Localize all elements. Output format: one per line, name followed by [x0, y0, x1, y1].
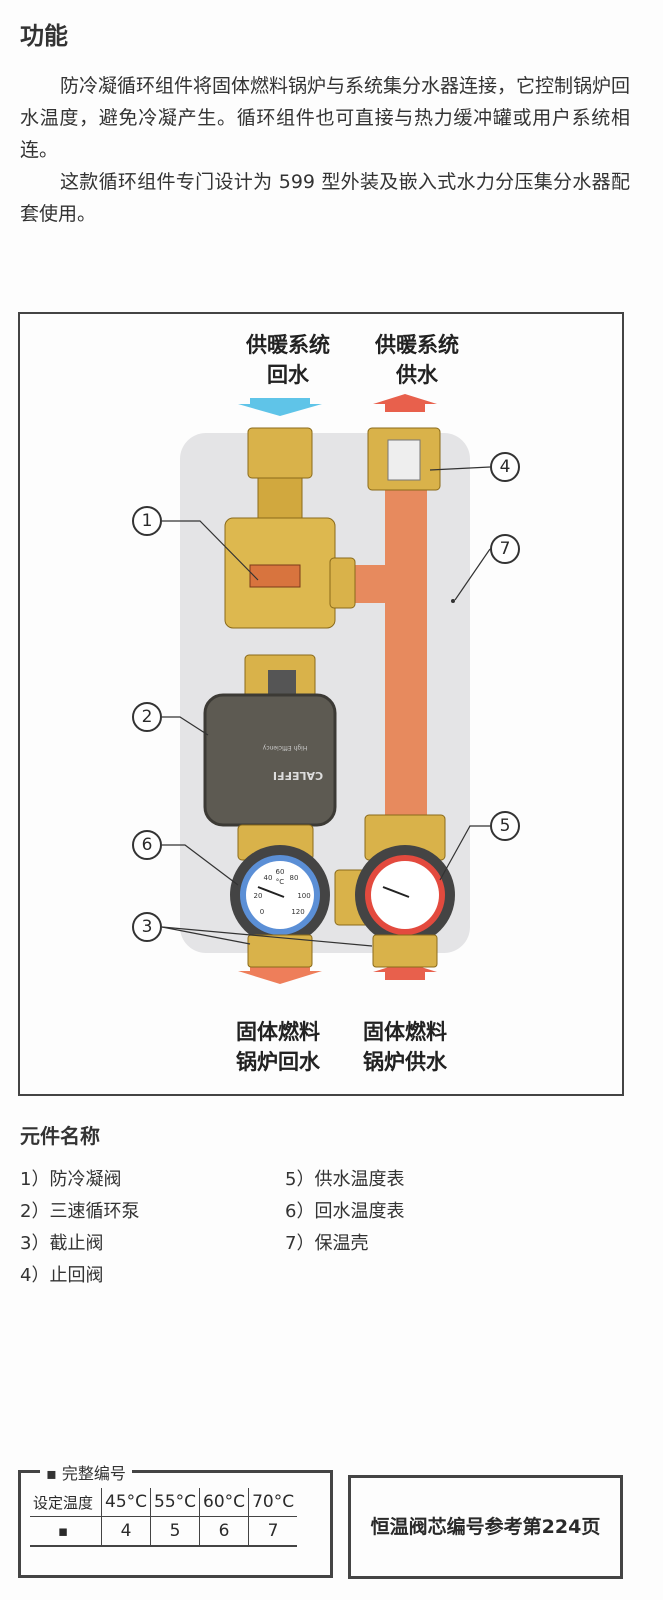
svg-text:High Efficiency: High Efficiency — [262, 744, 307, 751]
set-temperature-code-table: 设定温度 45°C 55°C 60°C 70°C ▪ 4 5 6 7 — [30, 1488, 298, 1547]
boiler-return-label: 固体燃料锅炉回水 — [236, 1020, 320, 1074]
shutoff-valve-left — [247, 934, 313, 968]
svg-text:100: 100 — [297, 892, 310, 900]
cold-return-arrow-icon — [238, 398, 322, 416]
boiler-supply-label: 固体燃料锅炉供水 — [363, 1020, 447, 1074]
callout-2: 2 — [132, 702, 162, 732]
callout-1: 1 — [132, 506, 162, 536]
table-header: 60°C — [199, 1488, 249, 1517]
svg-text:40: 40 — [264, 874, 273, 882]
callout-5: 5 — [490, 811, 520, 841]
svg-text:60: 60 — [276, 868, 285, 876]
callout-7: 7 — [490, 534, 520, 564]
boiler-supply-arrow-icon — [373, 962, 437, 980]
svg-text:80: 80 — [290, 874, 299, 882]
supply-pipe-insulation — [385, 490, 427, 830]
intro-paragraph: 防冷凝循环组件将固体燃料锅炉与系统集分水器连接，它控制锅炉回水温度，避免冷凝产生… — [20, 75, 631, 161]
table-cell: ▪ — [30, 1516, 102, 1547]
component-item: 4）止回阀 — [20, 1265, 104, 1286]
cartridge-reference-note: 恒温阀芯编号参考第224页 — [348, 1475, 623, 1579]
svg-text:120: 120 — [291, 908, 304, 916]
component-item: 3）截止阀 — [20, 1233, 104, 1254]
table-cell: 5 — [150, 1516, 200, 1547]
callout-3: 3 — [132, 912, 162, 942]
svg-text:0: 0 — [260, 908, 264, 916]
table-cell: 4 — [101, 1516, 151, 1547]
shutoff-valve-right — [372, 934, 438, 968]
boiler-return-arrow-icon — [238, 965, 322, 984]
diagram-frame — [18, 312, 624, 1096]
table-cell: 7 — [248, 1516, 298, 1547]
full-code-legend: ▪ 完整编号 — [40, 1460, 132, 1484]
hot-supply-arrow-icon — [373, 394, 437, 412]
svg-text:°C: °C — [276, 878, 285, 886]
table-cell: 6 — [199, 1516, 249, 1547]
pump-brand: CALEFFI — [273, 769, 323, 782]
callout-6: 6 — [132, 830, 162, 860]
svg-text:20: 20 — [254, 892, 263, 900]
component-item: 5）供水温度表 — [285, 1169, 405, 1190]
full-code-box — [18, 1470, 333, 1578]
table-header: 55°C — [150, 1488, 200, 1517]
table-header: 45°C — [101, 1488, 151, 1517]
heating-return-label: 供暖系统回水 — [246, 333, 330, 387]
component-item: 6）回水温度表 — [285, 1201, 405, 1222]
component-item: 7）保温壳 — [285, 1233, 369, 1254]
table-header: 70°C — [248, 1488, 298, 1517]
heating-supply-label: 供暖系统供水 — [375, 333, 459, 387]
components-title: 元件名称 — [20, 1124, 100, 1148]
section-title: 功能 — [20, 22, 68, 50]
table-header: 设定温度 — [30, 1488, 102, 1517]
compatibility-paragraph: 这款循环组件专门设计为 599 型外装及嵌入式水力分压集分水器配套使用。 — [20, 171, 630, 225]
component-item: 1）防冷凝阀 — [20, 1169, 122, 1190]
callout-4: 4 — [490, 452, 520, 482]
component-item: 2）三速循环泵 — [20, 1201, 140, 1222]
circulation-pump — [203, 693, 337, 827]
